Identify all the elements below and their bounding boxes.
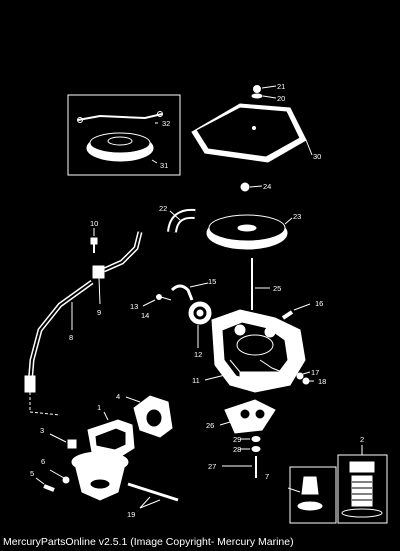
screw-13-14 [142, 294, 172, 307]
choke-bracket-15 [170, 282, 209, 301]
callout-26: 26 [206, 421, 214, 430]
callout-13: 13 [130, 302, 138, 311]
hose-22 [167, 208, 196, 233]
pump-fittings-3-5-6 [35, 433, 77, 492]
callout-1: 1 [97, 403, 101, 412]
clip-9 [92, 265, 105, 305]
callout-labels: 1 2 3 4 5 6 7 8 9 10 11 12 13 14 15 16 1… [30, 82, 364, 519]
gasket-4 [125, 395, 173, 438]
callout-16: 16 [315, 299, 323, 308]
callout-14: 14 [141, 311, 149, 320]
callout-4: 4 [116, 392, 120, 401]
stud-washers-27-28-29 [222, 436, 261, 478]
bolt-10 [90, 228, 98, 253]
stud-25 [251, 258, 270, 310]
callout-12: 12 [194, 350, 202, 359]
callout-30: 30 [313, 152, 321, 161]
callout-25: 25 [273, 284, 281, 293]
callout-29: 29 [233, 435, 241, 444]
gasket-26 [219, 399, 276, 434]
callout-22: 22 [159, 204, 167, 213]
screws-17-18 [296, 371, 314, 385]
fuel-filter-inset [287, 445, 388, 524]
callout-7: 7 [265, 472, 269, 481]
callout-20: 20 [277, 94, 285, 103]
air-cleaner-inset [67, 94, 181, 176]
callout-23: 23 [293, 212, 301, 221]
callout-6: 6 [41, 457, 45, 466]
callout-3: 3 [40, 426, 44, 435]
callout-8: 8 [69, 333, 73, 342]
callout-27: 27 [208, 462, 216, 471]
fuel-pump-1 [71, 411, 135, 501]
copyright-footer: MercuryPartsOnline v2.5.1 (Image Copyrig… [3, 536, 294, 548]
callout-5: 5 [30, 469, 34, 478]
callout-15: 15 [208, 277, 216, 286]
callout-9: 9 [97, 308, 101, 317]
pushrod-19 [127, 482, 179, 509]
callout-10: 10 [90, 219, 98, 228]
callout-11: 11 [192, 376, 200, 385]
callout-21: 21 [277, 82, 285, 91]
fuel-tube-8 [24, 231, 143, 416]
nut-24 [240, 182, 263, 192]
callout-17: 17 [311, 368, 319, 377]
carburetor-11 [204, 309, 306, 393]
callout-24: 24 [263, 182, 271, 191]
callout-32: 32 [162, 119, 170, 128]
callout-28: 28 [233, 445, 241, 454]
flame-arrestor [206, 214, 293, 250]
callout-31: 31 [160, 161, 168, 170]
choke-housing-12 [188, 301, 212, 348]
callout-2: 2 [360, 435, 364, 444]
callout-19: 19 [127, 510, 135, 519]
wing-nut-and-washer [251, 85, 277, 99]
fitting-16 [281, 303, 311, 320]
callout-18: 18 [318, 377, 326, 386]
air-cleaner-cover [191, 103, 313, 163]
